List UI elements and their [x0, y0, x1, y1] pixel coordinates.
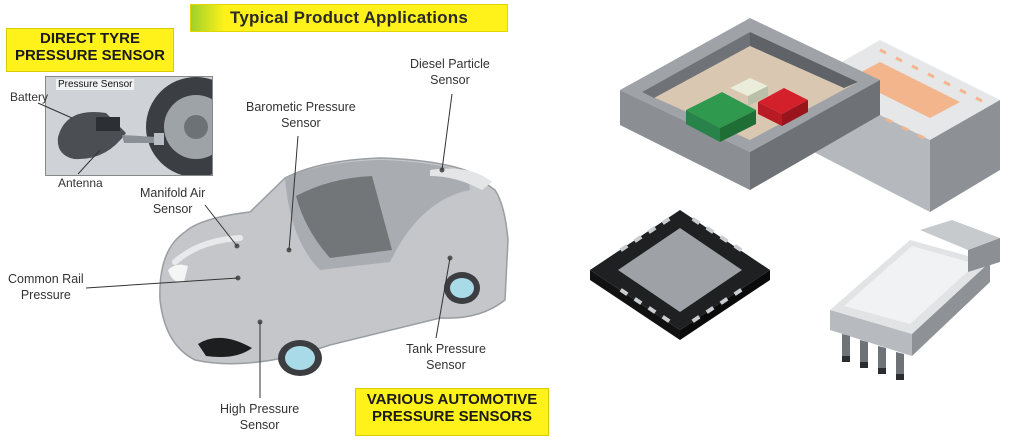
- front-wheel-icon: [285, 346, 315, 370]
- battery-label: Battery: [10, 90, 49, 104]
- car-icon: [159, 157, 509, 376]
- antenna-label: Antenna: [58, 176, 103, 190]
- tyre-sensor-photo: [45, 76, 213, 176]
- banner-accent: [191, 5, 225, 31]
- tyre-box-line2: PRESSURE SENSOR: [14, 46, 166, 64]
- header-title: Typical Product Applications: [230, 8, 468, 27]
- windshield: [296, 176, 392, 258]
- tyre-sensor-title-box: DIRECT TYRE PRESSURE SENSOR: [6, 28, 174, 72]
- diesel-particle-label: Diesel Particle Sensor: [410, 57, 490, 87]
- auto-box-line2: PRESSURE SENSORS: [371, 407, 533, 425]
- automotive-sensors-title-box: VARIOUS AUTOMOTIVE PRESSURE SENSORS: [355, 388, 549, 436]
- photo-caption: Pressure Sensor: [56, 79, 135, 90]
- front-grille: [198, 337, 252, 357]
- pcb-red-icon: [758, 88, 808, 114]
- cavity-package-icon: [620, 18, 1000, 212]
- rear-wheel-icon: [450, 278, 474, 298]
- high-pressure-label: High Pressure Sensor: [220, 402, 300, 432]
- qfn-chip-icon: [590, 210, 770, 340]
- soic-package-icon: [830, 220, 1000, 380]
- sensor-packages-illustration: [590, 18, 1000, 380]
- barometric-label: Barometic Pressure Sensor: [246, 100, 356, 130]
- valve-stem-icon: [122, 135, 158, 143]
- pcb-green-icon: [686, 92, 756, 128]
- tyre-sensor-illustration: [46, 77, 212, 175]
- manifold-air-label: Manifold Air Sensor: [140, 186, 206, 216]
- header-banner: Typical Product Applications: [190, 4, 508, 32]
- tank-pressure-label: Tank Pressure Sensor: [406, 342, 486, 372]
- tyre-box-line1: DIRECT TYRE: [39, 30, 140, 47]
- auto-box-line1: VARIOUS AUTOMOTIVE: [366, 391, 538, 408]
- common-rail-label: Common Rail Pressure: [8, 272, 84, 302]
